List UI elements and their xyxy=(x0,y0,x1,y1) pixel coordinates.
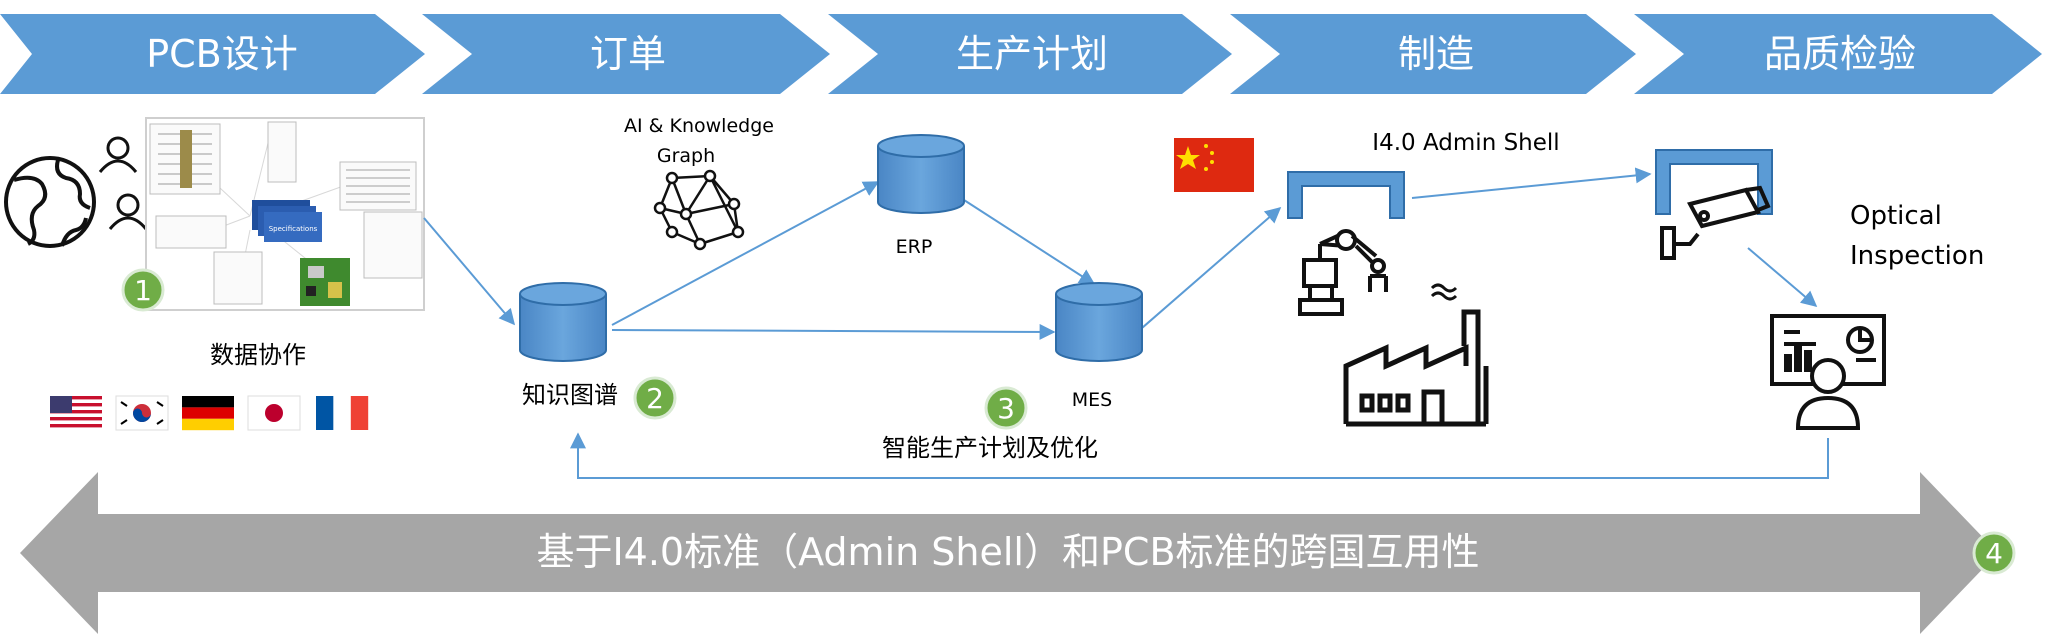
jp-flag xyxy=(247,395,301,431)
us-flag xyxy=(50,396,102,430)
erp-database xyxy=(877,134,965,214)
admin-shell-label: I4.0 Admin Shell xyxy=(1372,130,1559,156)
marker-1: 1 xyxy=(121,268,165,312)
banner-text: 基于I4.0标准（Admin Shell）和PCB标准的跨国互用性 xyxy=(536,530,1479,574)
security-camera-icon xyxy=(1660,185,1771,260)
de-flag xyxy=(182,396,234,431)
step-quality-inspection: 品质检验 xyxy=(1634,14,2042,94)
smart-planning-caption: 智能生产计划及优化 xyxy=(882,434,1098,462)
globe-icon xyxy=(4,156,96,248)
ai-knowledge-label: AI & Knowledge xyxy=(624,115,774,137)
step-label: 订单 xyxy=(590,32,666,76)
pcb-design-documents: Specifications xyxy=(145,117,425,311)
interoperability-banner: 基于I4.0标准（Admin Shell）和PCB标准的跨国互用性 xyxy=(20,472,1998,634)
mes-database xyxy=(1055,282,1143,362)
knowledge-graph-database xyxy=(519,282,607,362)
step-label: 品质检验 xyxy=(1764,32,1916,76)
svg-text:3: 3 xyxy=(997,392,1015,425)
specifications-label: Specifications xyxy=(269,225,318,233)
knowledge-graph-label: 知识图谱 xyxy=(522,381,618,409)
inspector-monitor-icon xyxy=(1770,314,1886,430)
erp-label: ERP xyxy=(896,236,933,258)
svg-text:4: 4 xyxy=(1985,537,2003,570)
step-production-plan: 生产计划 xyxy=(828,14,1232,94)
mes-label: MES xyxy=(1072,389,1112,411)
optical-label-line1: Optical xyxy=(1850,201,1942,231)
marker-3: 3 xyxy=(984,386,1028,430)
factory-icon xyxy=(1343,283,1489,427)
process-chevrons: PCB设计 订单 生产计划 制造 品质检验 xyxy=(0,14,2042,94)
kr-flag xyxy=(115,395,169,431)
ai-graph-label: Graph xyxy=(657,145,715,167)
svg-text:1: 1 xyxy=(134,274,152,307)
marker-4: 4 xyxy=(1972,531,2016,575)
admin-shell-frame-icon xyxy=(1287,171,1405,219)
optical-label-line2: Inspection xyxy=(1850,241,1984,271)
robot-arm-icon xyxy=(1298,229,1388,316)
cn-flag xyxy=(1174,138,1254,192)
fr-flag xyxy=(316,396,369,430)
user-icon xyxy=(108,193,148,230)
neural-network-icon xyxy=(653,169,745,251)
step-pcb-design: PCB设计 xyxy=(0,14,425,94)
step-order: 订单 xyxy=(422,14,830,94)
data-collaboration-caption: 数据协作 xyxy=(210,341,306,369)
specifications-stack: Specifications xyxy=(252,200,322,242)
step-label: 生产计划 xyxy=(956,32,1108,76)
flow-arrows xyxy=(423,167,1829,479)
step-label: PCB设计 xyxy=(146,32,298,76)
marker-2: 2 xyxy=(633,376,677,420)
step-manufacturing: 制造 xyxy=(1230,14,1636,94)
user-icon xyxy=(98,136,138,173)
svg-text:2: 2 xyxy=(646,382,664,415)
pcb-board-image xyxy=(300,258,350,306)
step-label: 制造 xyxy=(1398,32,1474,76)
